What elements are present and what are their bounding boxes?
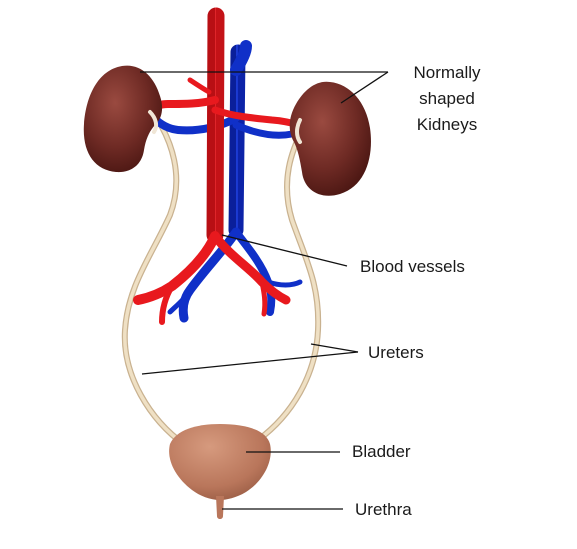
left-kidney — [83, 65, 163, 173]
bladder — [169, 424, 271, 500]
urethra — [216, 496, 224, 519]
ureters-leader-left — [141, 351, 359, 375]
leader-lines — [140, 71, 389, 510]
aorta — [133, 7, 306, 325]
right-kidney — [289, 81, 371, 196]
blood-vessels-leader — [221, 234, 348, 267]
ureters — [121, 117, 322, 448]
kidneys-label-line-2: shaped — [419, 89, 475, 108]
blood-vessels-label: Blood vessels — [360, 257, 465, 276]
kidneys-label-line-1: Normally — [413, 63, 481, 82]
bladder-label: Bladder — [352, 442, 411, 461]
kidneys-label-line-3: Kidneys — [416, 115, 478, 134]
ureters-leader-right — [310, 343, 359, 353]
ureters-label: Ureters — [368, 343, 424, 362]
kidneys-label: Normally shaped Kidneys — [392, 60, 502, 138]
kidney-leader-right — [340, 71, 389, 104]
urethra-label: Urethra — [355, 500, 412, 519]
